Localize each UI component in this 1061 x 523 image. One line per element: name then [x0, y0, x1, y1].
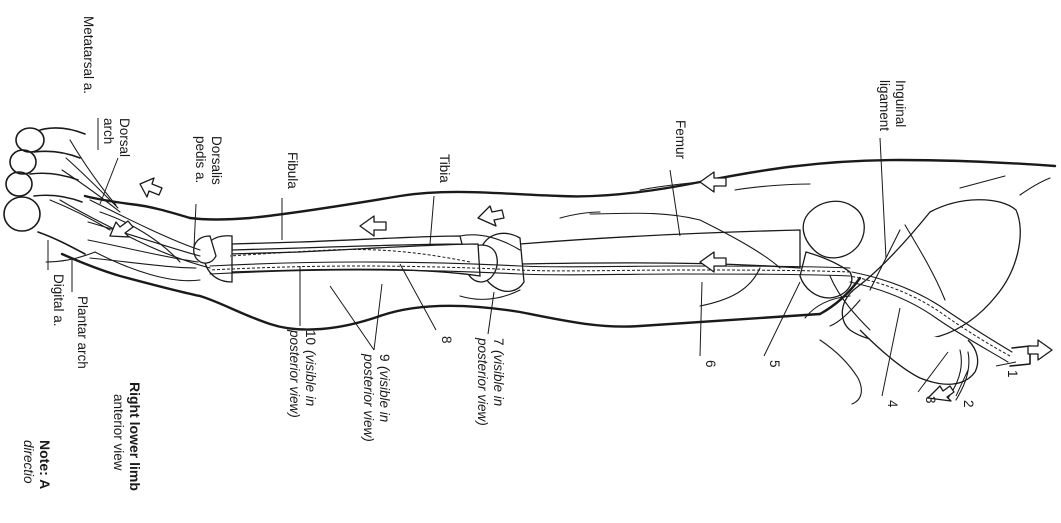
label-10: 10 — [303, 330, 318, 345]
femoral-head — [803, 201, 864, 258]
flow-arrow-icon — [700, 172, 726, 192]
figure-subtitle: anterior view — [111, 394, 126, 471]
label-8: 8 — [439, 336, 454, 344]
flow-arrow-icon — [478, 206, 504, 226]
toes — [4, 128, 85, 254]
label-dorsal-arch-line2: arch — [101, 118, 116, 144]
label-4: 4 — [885, 400, 900, 408]
label-fibula: Fibula — [285, 152, 300, 189]
label-dorsal-arch-line1: Dorsal — [117, 118, 132, 157]
label-7-note-line2: posterior view) — [475, 337, 490, 426]
label-metatarsal: Metatarsal a. — [81, 16, 96, 94]
femur — [520, 230, 800, 268]
label-10-note-line1: (visible in — [303, 350, 318, 406]
label-7-note-line1: (visible in — [491, 350, 506, 406]
label-dorsalis-pedis-line2: pedis a. — [193, 136, 208, 183]
label-9-note-line1: (visible in — [377, 366, 392, 422]
label-9: 9 — [377, 354, 392, 362]
label-dorsalis-pedis-line1: Dorsalis — [209, 136, 224, 185]
label-3: 3 — [923, 396, 938, 404]
flow-arrow-icon — [1028, 340, 1052, 360]
label-femur: Femur — [673, 120, 688, 160]
label-2: 2 — [961, 400, 976, 408]
label-plantar-arch: Plantar arch — [75, 296, 90, 369]
flow-arrow-icon — [360, 216, 386, 236]
label-10-note-line2: posterior view) — [287, 329, 302, 418]
note-line2: directio — [21, 440, 36, 484]
label-5: 5 — [767, 360, 782, 368]
pubic-bone — [860, 330, 978, 384]
label-7: 7 — [491, 338, 506, 346]
label-6: 6 — [703, 360, 718, 368]
bones — [88, 200, 1020, 404]
label-1: 1 — [1005, 370, 1020, 378]
figure-title: Right lower limb — [127, 382, 143, 491]
label-digital: Digital a. — [51, 274, 66, 327]
label-inguinal-line2: ligament — [877, 80, 892, 131]
label-tibia: Tibia — [437, 154, 452, 183]
label-9-note-line2: posterior view) — [361, 353, 376, 442]
label-inguinal-line1: Inguinal — [893, 80, 908, 127]
note-line1: Note: A — [37, 440, 53, 489]
flow-arrow-icon — [140, 178, 162, 197]
